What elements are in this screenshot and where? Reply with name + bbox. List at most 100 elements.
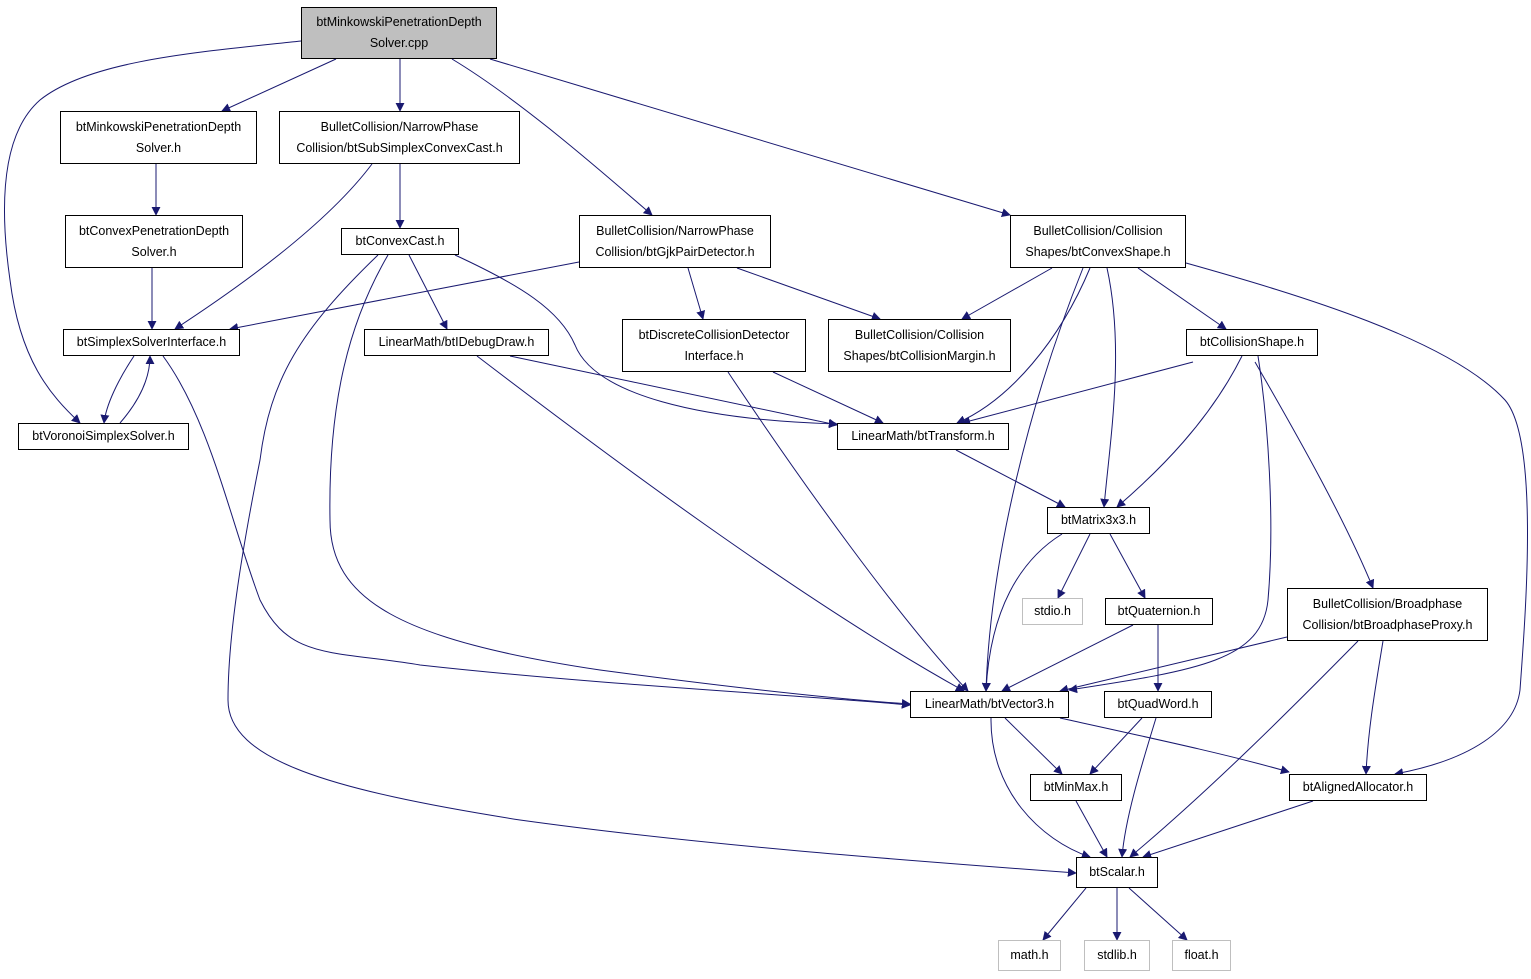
node-label-line: btQuadWord.h (1117, 697, 1199, 711)
edges-layer (3, 40, 1528, 941)
node-label: btQuaternion.h (1118, 601, 1201, 622)
edge-voronoi-to-simplexsolver (119, 355, 155, 424)
node-voronoi[interactable]: btVoronoiSimplexSolver.h (18, 423, 189, 450)
edge-collshape-to-matrix (1116, 355, 1243, 508)
edge-simplexsolver-to-vector3 (162, 355, 911, 709)
edge-collshape-to-bproxy (1254, 361, 1375, 589)
node-vector3[interactable]: LinearMath/btVector3.h (910, 691, 1069, 718)
node-label-line: Interface.h (684, 348, 744, 363)
node-scalar[interactable]: btScalar.h (1076, 857, 1158, 888)
edge-matrix-to-vector3 (981, 533, 1063, 692)
edge-vector3-to-aligned (1059, 717, 1290, 775)
node-label: btMinMax.h (1044, 777, 1109, 798)
node-aligned[interactable]: btAlignedAllocator.h (1289, 774, 1427, 801)
node-label-line: btAlignedAllocator.h (1302, 780, 1414, 794)
edge-convexcast-to-debugdraw (408, 254, 448, 330)
node-matrix[interactable]: btMatrix3x3.h (1047, 507, 1150, 534)
node-stdio: stdio.h (1022, 598, 1083, 625)
edge-convexshape-to-matrix (1100, 267, 1117, 508)
edge-root-to-voronoi (3, 40, 302, 424)
edge-gjkpair-to-discrete (687, 267, 706, 320)
node-label-line: btQuaternion.h (1117, 604, 1201, 618)
node-quadword[interactable]: btQuadWord.h (1104, 691, 1212, 718)
node-label-line: btSimplexSolverInterface.h (76, 335, 227, 349)
node-label: LinearMath/btIDebugDraw.h (379, 332, 535, 353)
edge-debugdraw-to-transform (509, 355, 838, 428)
node-label: btVoronoiSimplexSolver.h (32, 426, 174, 447)
edge-vector3-to-minmax (1004, 717, 1063, 775)
node-debugdraw[interactable]: LinearMath/btIDebugDraw.h (364, 329, 549, 356)
node-transform[interactable]: LinearMath/btTransform.h (837, 423, 1009, 450)
node-label-line: LinearMath/btIDebugDraw.h (378, 335, 535, 349)
edge-convexshape-to-margin (961, 267, 1053, 320)
node-label-line: btMinMax.h (1043, 780, 1109, 794)
edge-convexshape-to-transform (956, 267, 1091, 424)
edge-gjkpair-to-margin (736, 267, 881, 321)
node-label: btQuadWord.h (1117, 694, 1198, 715)
edge-convexshape-to-vector3 (981, 267, 1084, 692)
node-quaternion[interactable]: btQuaternion.h (1105, 598, 1213, 625)
node-minmax[interactable]: btMinMax.h (1030, 774, 1122, 801)
node-label-line: Collision/btGjkPairDetector.h (595, 244, 755, 259)
node-label-line: BulletCollision/NarrowPhase (596, 223, 754, 238)
node-label-line: btVoronoiSimplexSolver.h (32, 429, 175, 443)
node-label-line: BulletCollision/NarrowPhase (320, 119, 479, 134)
node-label: btMatrix3x3.h (1061, 510, 1136, 531)
node-label-line: stdlib.h (1097, 948, 1137, 962)
edge-discrete-to-vector3 (727, 371, 969, 692)
node-label-line: Collision/btBroadphaseProxy.h (1302, 617, 1473, 632)
edge-matrix-to-stdio (1057, 533, 1091, 599)
edge-debugdraw-to-vector3 (476, 355, 965, 692)
node-stdlib: stdlib.h (1084, 940, 1150, 971)
edge-root-to-convexshape (489, 58, 1011, 217)
node-label-line: btMinkowskiPenetrationDepth (316, 15, 482, 29)
node-label: float.h (1184, 945, 1218, 966)
node-label-line: btConvexPenetrationDepth (78, 223, 230, 238)
node-collshape[interactable]: btCollisionShape.h (1186, 329, 1318, 356)
node-label-line: LinearMath/btTransform.h (851, 429, 995, 443)
node-label: btConvexCast.h (356, 231, 445, 252)
edge-transform-to-matrix (955, 449, 1066, 508)
node-label: LinearMath/btVector3.h (925, 694, 1054, 715)
node-label-line: BulletCollision/Collision (1033, 223, 1163, 238)
node-label-line: Solver.h (131, 244, 177, 259)
edge-scalar-to-float (1128, 887, 1188, 941)
node-label-line: stdio.h (1034, 604, 1071, 618)
node-label-line: LinearMath/btVector3.h (924, 697, 1055, 711)
edge-discrete-to-transform (772, 371, 884, 424)
edge-bproxy-to-vector3 (1059, 636, 1288, 694)
edge-collshape-to-vector3 (1068, 355, 1272, 694)
node-simplexsolver[interactable]: btSimplexSolverInterface.h (63, 329, 240, 356)
node-math: math.h (998, 940, 1061, 971)
node-label: btAlignedAllocator.h (1303, 777, 1414, 798)
edge-ssccast-to-simplexsolver (174, 163, 373, 330)
edge-convexshape-to-collshape (1137, 267, 1227, 330)
node-convexcast[interactable]: btConvexCast.h (341, 228, 459, 255)
edge-root-to-gjkpair (451, 58, 653, 216)
node-label: LinearMath/btTransform.h (851, 426, 994, 447)
edge-convexshape-to-aligned (1185, 262, 1528, 777)
node-label-line: btMinkowskiPenetrationDepth (75, 119, 242, 134)
node-label-line: math.h (1010, 948, 1049, 962)
edge-convexcast-to-scalar (227, 254, 1077, 877)
node-label-line: float.h (1184, 948, 1219, 962)
node-float: float.h (1172, 940, 1231, 971)
edge-minmax-to-scalar (1075, 800, 1108, 858)
node-label-line: Solver.cpp (369, 36, 429, 50)
